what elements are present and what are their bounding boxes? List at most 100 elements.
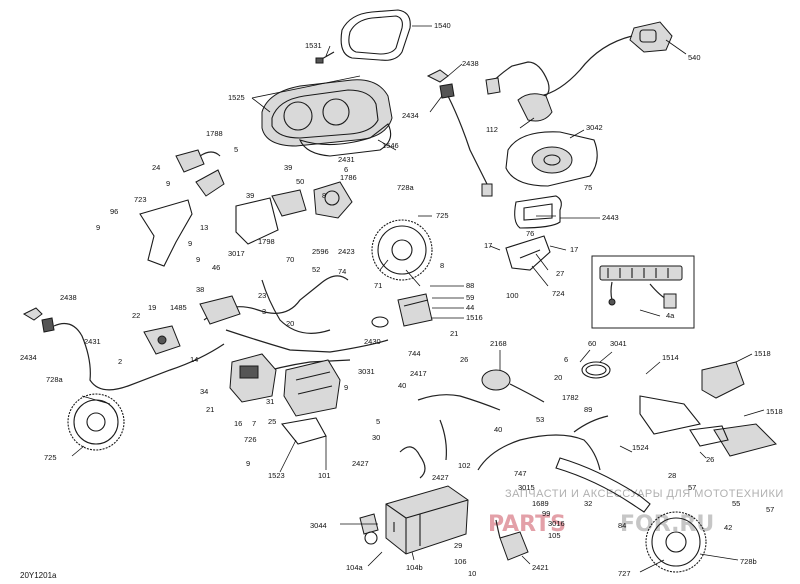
battery-104	[385, 485, 469, 555]
gasket-60	[581, 361, 611, 379]
callout-1531: 1531	[305, 41, 322, 50]
callout-53: 53	[536, 415, 544, 424]
callout-3031: 3031	[358, 367, 375, 376]
callout-76: 76	[526, 229, 534, 238]
figure-reference: 20Y1201a	[20, 571, 57, 580]
callout-2423: 2423	[338, 247, 355, 256]
sensor-1798	[271, 189, 307, 217]
callout-96: 96	[110, 207, 118, 216]
screw-1531	[315, 51, 335, 64]
callout-84: 84	[618, 521, 626, 530]
callout-9: 9	[166, 179, 170, 188]
relay-2421	[495, 519, 529, 561]
watermark-logo-right: FOR.RU	[620, 512, 714, 537]
callout-19: 19	[148, 303, 156, 312]
o-ring-71	[371, 316, 389, 328]
callout-1540: 1540	[434, 21, 451, 30]
callout-726: 726	[244, 435, 257, 444]
callout-728b: 728b	[740, 557, 757, 566]
callout-3: 3	[262, 307, 266, 316]
cable-2427b	[439, 419, 447, 461]
callout-723: 723	[134, 195, 147, 204]
sensor-2434-top	[426, 69, 493, 197]
callout-21: 21	[450, 329, 458, 338]
callout-3041: 3041	[610, 339, 627, 348]
callout-1525: 1525	[228, 93, 245, 102]
callout-1782: 1782	[562, 393, 579, 402]
callout-2443: 2443	[602, 213, 619, 222]
fuse-box-34	[229, 353, 277, 403]
module-38	[199, 295, 241, 325]
callout-55: 55	[732, 499, 740, 508]
callout-38: 38	[196, 285, 204, 294]
callout-26-b: 26	[706, 455, 714, 464]
bracket-1516	[397, 293, 433, 327]
callout-34: 34	[200, 387, 208, 396]
callout-75: 75	[584, 183, 592, 192]
callout-52: 52	[312, 265, 320, 274]
trigger-wheel-725-left	[67, 393, 125, 451]
callout-89: 89	[584, 405, 592, 414]
callout-724: 724	[552, 289, 565, 298]
callout-17: 17	[484, 241, 492, 250]
harness-2438-top	[485, 61, 550, 99]
callout-8: 8	[322, 191, 326, 200]
callout-725: 725	[436, 211, 449, 220]
instrument-cluster-group	[261, 9, 411, 157]
callout-1485: 1485	[170, 303, 187, 312]
callout-8-b: 8	[440, 261, 444, 270]
cable-2427a	[399, 446, 426, 479]
callout-42: 42	[724, 523, 732, 532]
callout-2417: 2417	[410, 369, 427, 378]
cluster-bezel-1540	[340, 9, 411, 61]
callout-2421: 2421	[532, 563, 549, 572]
callout-57: 57	[688, 483, 696, 492]
watermark: ЗАПЧАСТИ И АКСЕССУАРЫ ДЛЯ МОТОТЕХНИКИ PA…	[488, 488, 784, 537]
callout-16: 16	[234, 419, 242, 428]
callout-74: 74	[338, 267, 346, 276]
callout-6: 6	[344, 165, 348, 174]
callout-744: 744	[408, 349, 421, 358]
callout-5-b: 5	[376, 417, 380, 426]
callout-13: 13	[200, 223, 208, 232]
bracket-726	[280, 417, 327, 445]
callout-1523: 1523	[268, 471, 285, 480]
plate-1514	[639, 395, 701, 435]
callout-1798: 1798	[258, 237, 275, 246]
bracket-2443	[514, 195, 562, 229]
callout-71: 71	[374, 281, 382, 290]
callout-31: 31	[266, 397, 274, 406]
callout-104b: 104b	[406, 563, 423, 572]
callout-2438-left: 2438	[60, 293, 77, 302]
callout-9-c: 9	[188, 239, 192, 248]
watermark-tagline: ЗАПЧАСТИ И АКСЕССУАРЫ ДЛЯ МОТОТЕХНИКИ	[505, 488, 784, 500]
callout-6-b: 6	[564, 355, 568, 364]
trigger-wheel-728b	[645, 511, 707, 573]
callout-40: 40	[398, 381, 406, 390]
callout-2438: 2438	[462, 59, 479, 68]
bracket-24	[195, 169, 225, 197]
callout-59: 59	[466, 293, 474, 302]
callout-9-d: 9	[196, 255, 200, 264]
callout-44: 44	[466, 303, 474, 312]
ecu-3031	[283, 359, 341, 417]
callout-102: 102	[458, 461, 471, 470]
callout-4a: 4a	[666, 311, 675, 320]
callout-22: 22	[132, 311, 140, 320]
callout-2431: 2431	[338, 155, 355, 164]
callout-46: 46	[212, 263, 220, 272]
harness-747	[477, 415, 609, 471]
callout-3016: 3016	[548, 519, 565, 528]
callout-70: 70	[286, 255, 294, 264]
callout-39: 39	[284, 163, 292, 172]
callout-2427: 2427	[352, 459, 369, 468]
callout-3044: 3044	[310, 521, 327, 530]
bracket-70	[235, 197, 279, 245]
callout-540: 540	[688, 53, 701, 62]
callout-1516: 1516	[466, 313, 483, 322]
throttle-body-2423	[313, 181, 353, 219]
callout-28: 28	[668, 471, 676, 480]
callout-10: 10	[468, 569, 476, 578]
callout-727: 727	[618, 569, 631, 578]
